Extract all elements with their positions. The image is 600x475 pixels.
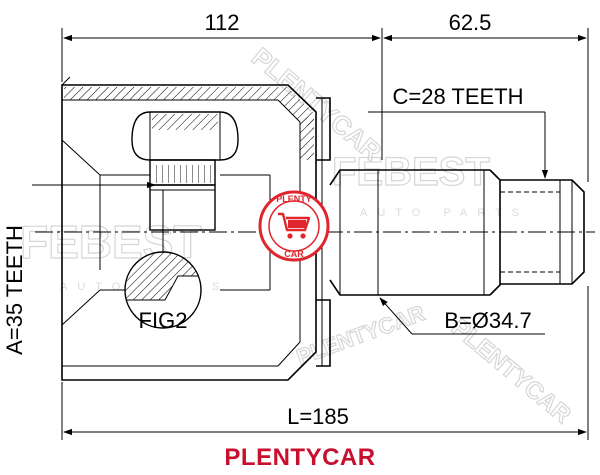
outer-teeth-label: C=28 TEETH <box>392 84 523 109</box>
housing-section-hatch <box>64 87 314 130</box>
shaft-diameter-label: B=Ø34.7 <box>444 308 531 333</box>
dimension-overall-length <box>61 286 589 440</box>
overall-length-label: L=185 <box>287 404 349 429</box>
dimension-housing-length <box>61 28 383 160</box>
stamp-bottom-text: CAR <box>284 249 304 259</box>
stamp-top-text: PLENTY <box>276 194 312 204</box>
fig2-label: FIG2 <box>139 308 188 333</box>
dimension-shaft-length <box>383 28 589 182</box>
shaft-length-label: 62.5 <box>449 10 492 35</box>
plentycar-stamp: PLENTY CAR <box>258 190 330 262</box>
watermark-subtitle-right: AUTO PARTS <box>360 207 529 219</box>
inner-teeth-label: A=35 TEETH <box>2 225 27 355</box>
inner-race <box>131 111 239 231</box>
shaft <box>329 169 585 296</box>
watermark-diagonal-mid: PLENTYCAR <box>293 300 428 370</box>
outer-teeth-leader <box>368 111 549 179</box>
footer-brand: PLENTYCAR <box>224 444 376 471</box>
fig2-detail: FIG2 <box>124 190 202 333</box>
watermark-brand-right: FEBEST <box>332 150 490 194</box>
shaft-diameter-leader <box>379 297 545 335</box>
housing-length-label: 112 <box>204 10 239 35</box>
housing-section-hatch-right <box>300 113 314 160</box>
cart-icon <box>278 212 311 239</box>
